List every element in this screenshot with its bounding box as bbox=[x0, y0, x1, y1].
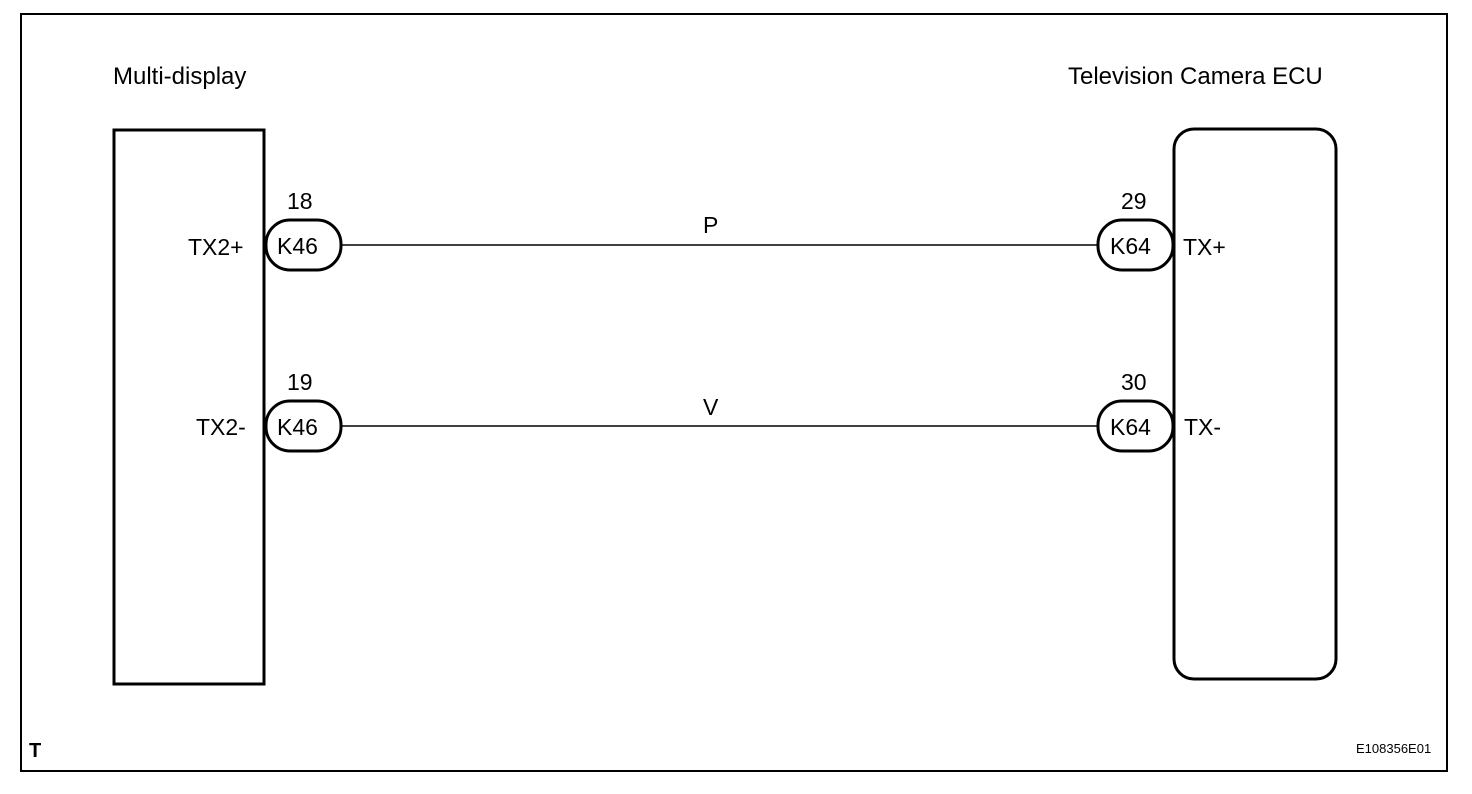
corner-mark: T bbox=[29, 740, 42, 762]
connector-k46-circuit-2 bbox=[264, 399, 343, 453]
connector-code-k46-2: K46 bbox=[277, 414, 318, 440]
terminal-label-tx2-plus: TX2+ bbox=[188, 234, 244, 260]
connector-code-k46-1: K46 bbox=[277, 233, 318, 259]
terminal-label-tx-plus: TX+ bbox=[1183, 234, 1226, 260]
pin-number-30: 30 bbox=[1121, 369, 1147, 395]
pin-number-18: 18 bbox=[287, 188, 313, 214]
pin-number-19: 19 bbox=[287, 369, 313, 395]
tv-camera-ecu-label: Television Camera ECU bbox=[1068, 63, 1323, 90]
multi-display-box bbox=[112, 128, 266, 686]
multi-display-label: Multi-display bbox=[113, 63, 247, 90]
reference-code: E108356E01 bbox=[1356, 741, 1432, 756]
wire-color-p: P bbox=[703, 212, 719, 238]
tv-camera-ecu-box bbox=[1172, 127, 1338, 681]
pin-number-29: 29 bbox=[1121, 188, 1147, 214]
connector-k46-circuit-1 bbox=[264, 218, 343, 272]
terminal-label-tx-minus: TX- bbox=[1184, 414, 1222, 440]
diagram-frame bbox=[20, 13, 1448, 772]
connector-code-k64-2: K64 bbox=[1110, 414, 1151, 440]
connector-k64-circuit-1 bbox=[1096, 218, 1175, 272]
connector-k64-circuit-2 bbox=[1096, 399, 1175, 453]
wire-color-v: V bbox=[703, 394, 719, 420]
terminal-label-tx2-minus: TX2- bbox=[196, 414, 246, 440]
connector-code-k64-1: K64 bbox=[1110, 233, 1151, 259]
